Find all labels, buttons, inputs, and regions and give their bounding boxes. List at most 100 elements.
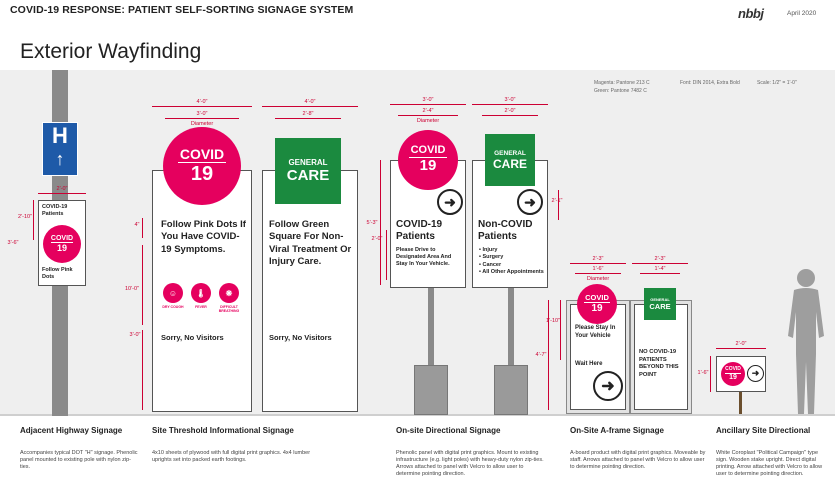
directional-dim-line4 [482,115,538,116]
circle-top-text: COVID [50,234,74,244]
directional-dim-line2 [398,115,458,116]
dry-cough-icon: ☺ [163,283,183,303]
highway-text-top: COVID-19 Patients [42,204,68,217]
threshold-green-footer: Sorry, No Visitors [269,333,332,342]
ground-line [0,414,835,416]
h-letter: H [52,123,68,148]
highway-sign: COVID-19 Patients COVID 19 Follow Pink D… [38,200,86,286]
directional-dim-vline1 [380,160,381,285]
bullet-text: Surgery [482,254,504,261]
threshold-green-text: Follow Green Square For Non-Viral Treatm… [269,219,352,268]
symptom-label-fever: FEVER [195,305,207,309]
aframe-general-care-box: GENERAL CARE [644,288,676,320]
threshold-pink-text: Follow Pink Dots If You Have COVID-19 Sy… [161,219,246,255]
person-silhouette-icon [788,269,824,414]
caption-body-threshold: 4x10 sheets of plywood with full digital… [152,450,311,464]
caption-title-aframe: On-Site A-frame Signage [570,426,664,435]
threshold-dim-vline3 [142,330,143,410]
header-date: April 2020 [787,10,817,17]
threshold-dim-vline1 [142,218,143,238]
symptom-label-breathing: DIFFICULT BREATHING [218,305,240,313]
threshold-dim-line3 [262,106,358,107]
up-arrow-icon: ↑ [55,149,65,169]
symptom-label-cough: DRY COUGH [162,305,184,309]
ancillary-covid-circle: COVID 19 [721,362,745,386]
directional-covid-circle: COVID 19 [398,130,458,190]
threshold-green-board: Follow Green Square For Non-Viral Treatm… [262,170,358,412]
directional-dim-h2: 2'-0" [371,236,383,242]
bullet-surgery: • Surgery [479,254,504,261]
threshold-pink-footer: Sorry, No Visitors [161,333,224,342]
directional-pink-title: COVID-19 Patients [396,219,443,242]
directional-dim-vline3 [558,190,559,220]
bullet-cancer: • Cancer [479,261,502,268]
bullet-text: All Other Appointments [482,269,544,276]
threshold-dim-line1 [152,106,252,107]
directional-dim-line3 [472,104,548,105]
direction-arrow-icon[interactable]: ➜ [747,365,764,382]
aframe-covid-circle: COVID 19 [577,284,617,324]
circle-bottom-text: 19 [190,162,214,185]
circle-bottom-text: 19 [729,373,737,381]
directional-dim-h1: 5'-3" [366,220,378,226]
caption-body-aframe: A-board product with digital print graph… [570,450,706,471]
threshold-dim-h1: 4" [134,222,140,228]
threshold-dim-outer2: 4'-0" [304,99,316,105]
highway-covid-circle: COVID 19 [43,225,81,263]
caption-body-ancillary: White Coroplast "Political Campaign" typ… [716,450,823,478]
threshold-dim-vline2 [142,245,143,325]
aframe-dim-line3 [632,263,688,264]
directional-dim-label: Diameter [416,118,440,124]
ancillary-sign: COVID 19 ➜ [716,356,766,392]
threshold-pink-board: Follow Pink Dots If You Have COVID-19 Sy… [152,170,252,412]
box-bottom-text: CARE [649,302,671,311]
threshold-dim-line2 [165,118,239,119]
circle-top-text: COVID [177,146,227,163]
direction-arrow-icon[interactable]: ➜ [437,189,463,215]
difficult-breathing-icon: ❋ [219,283,239,303]
ancillary-dim-width: 2'-0" [735,341,747,347]
directional-base-left [414,365,448,415]
aframe-dim-vline1 [560,300,561,360]
threshold-dim-label: Diameter [190,121,214,127]
direction-arrow-icon[interactable]: ➜ [517,189,543,215]
box-bottom-text: CARE [286,167,330,184]
bullet-injury: • Injury [479,247,498,253]
directional-green-title: Non-COVID Patients [478,219,533,242]
aframe-dim-line4 [640,273,680,274]
caption-body-directional: Phenolic panel with digital print graphi… [396,450,544,478]
aframe-dim-outer: 2'-3" [592,256,604,262]
aframe-dim-vline2 [548,300,549,410]
threshold-general-care-box: GENERAL CARE [275,138,341,204]
circle-bottom-text: 19 [591,302,603,314]
wooden-stake [739,392,742,414]
aframe-dim-label: Diameter [586,276,610,282]
directional-dim-outer2: 3'-0" [504,97,516,103]
spec-scale: Scale: 1/2" = 1'-0" [757,80,797,86]
bullet-text: Cancer [482,261,502,268]
highway-dim-line [38,193,86,194]
box-top-text: GENERAL [494,149,526,157]
threshold-covid-circle: COVID 19 [163,127,241,205]
highway-dim-vline [33,200,34,240]
threshold-dim-outer: 4'-0" [196,99,208,105]
ancillary-dim-line [716,348,766,349]
box-bottom-text: CARE [492,156,527,171]
directional-dim-inner2: 2'-0" [504,108,516,114]
spec-font: Font: DIN 2014, Extra Bold [680,80,740,86]
direction-arrow-icon[interactable]: ➜ [593,371,623,401]
threshold-dim-h3: 3'-0" [129,332,141,338]
caption-title-threshold: Site Threshold Informational Signage [152,426,294,435]
caption-title-directional: On-site Directional Signage [396,426,501,435]
spec-green: Green: Pantone 7482 C [594,88,647,94]
header-bar [0,0,835,32]
directional-dim-outer: 3'-0" [422,97,434,103]
circle-top-text: COVID [408,144,448,159]
brand-logo: nbbj [738,6,764,21]
directional-dim-inner: 2'-4" [422,108,434,114]
bullet-other: • All Other Appointments [479,269,544,276]
aframe-dim-inner2: 1'-4" [654,266,666,272]
directional-base-right [494,365,528,415]
highway-dim-width: 2'-0" [56,186,68,192]
aframe-dim-line2 [575,273,621,274]
